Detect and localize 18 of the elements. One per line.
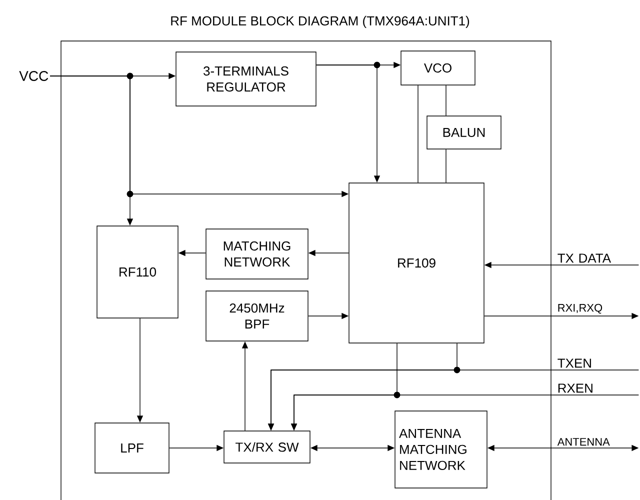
- block-box: 3-TERMINALS REGULATOR: [176, 52, 316, 106]
- signal-label: ANTENNA: [557, 438, 610, 446]
- block-box: ANTENNA MATCHING NETWORK: [394, 410, 488, 488]
- block-box: RF109: [348, 182, 484, 344]
- signal-label: VCC: [19, 71, 48, 81]
- block-box: VCO: [400, 50, 476, 86]
- block-box: MATCHING NETWORK: [206, 228, 308, 280]
- signal-label: TX DATA: [558, 254, 611, 263]
- block-box: BALUN: [426, 116, 502, 150]
- block-box: TX/RX SW: [224, 430, 310, 464]
- signal-label: TXEN: [558, 358, 591, 368]
- title: RF MODULE BLOCK DIAGRAM (TMX964A:UNIT1): [171, 16, 470, 28]
- signal-label: RXI,RXQ: [558, 304, 602, 314]
- block-box: RF110: [96, 226, 178, 318]
- module-frame: [60, 40, 552, 500]
- block-box: 2450MHz BPF: [206, 290, 308, 342]
- signal-label: RXEN: [558, 384, 592, 393]
- block-box: LPF: [94, 422, 170, 474]
